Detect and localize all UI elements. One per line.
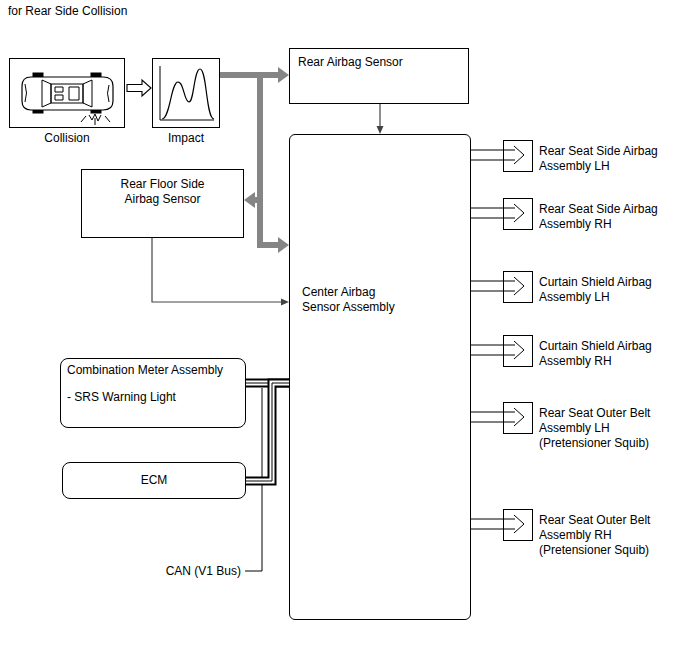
airbag-squib: Curtain Shield Airbag Assembly RH <box>503 335 685 369</box>
pretensioner-squib: Rear Seat Outer Belt Assembly LH (Preten… <box>503 402 685 451</box>
component-name: Curtain Shield Airbag Assembly LH <box>539 271 675 305</box>
wire-line <box>471 218 503 219</box>
squib-frame <box>504 403 533 434</box>
wire-line <box>471 355 503 356</box>
box-title: ECM <box>71 473 237 488</box>
bus-outer <box>246 383 289 481</box>
bus-label: CAN (V1 Bus) <box>166 564 241 578</box>
airbag-squib: Rear Seat Side Airbag Assembly RH <box>503 198 685 232</box>
sensor-box: Rear Airbag Sensor <box>289 48 469 104</box>
wire-line <box>471 412 503 413</box>
collision-picture: Collision <box>9 58 125 146</box>
squib-box <box>503 271 533 303</box>
pretensioner-squib: Rear Seat Outer Belt Assembly RH (Preten… <box>503 509 685 558</box>
airbag-squib: Rear Seat Side Airbag Assembly LH <box>503 140 685 174</box>
wire-line <box>471 208 503 209</box>
component-name: Rear Seat Outer Belt Assembly RH (Preten… <box>539 509 675 558</box>
component-name: Rear Seat Outer Belt Assembly LH (Preten… <box>539 402 675 451</box>
arrow-head <box>278 67 289 83</box>
squib-frame <box>504 510 533 541</box>
box-title: Rear Floor Side Airbag Sensor <box>113 177 213 207</box>
wire-line <box>471 291 503 292</box>
impact-graph <box>160 66 214 120</box>
signal-arrow <box>127 80 151 96</box>
sensor-box: Rear Floor Side Airbag Sensor <box>81 169 244 238</box>
squib-wire <box>471 412 503 422</box>
picture <box>152 58 220 128</box>
signal-arrow <box>152 238 289 306</box>
squib-frame <box>504 336 533 367</box>
box-title: Rear Airbag Sensor <box>298 55 460 70</box>
component-name: Rear Seat Side Airbag Assembly LH <box>539 140 675 174</box>
picture-caption: Collision <box>9 131 125 146</box>
wire-line <box>471 281 503 282</box>
squib-wire <box>471 519 503 529</box>
squib-box <box>503 335 533 367</box>
squib-frame <box>504 199 533 230</box>
squib-box <box>503 198 533 230</box>
bus-line <box>246 383 289 481</box>
wire-line <box>471 519 503 520</box>
squib-wire <box>471 281 503 291</box>
squib-symbol <box>503 341 524 359</box>
arrow-head <box>281 299 289 306</box>
picture-caption: Impact <box>152 131 220 146</box>
squib-symbol <box>503 146 524 164</box>
arrow-head <box>244 192 255 208</box>
wire-line <box>471 150 503 151</box>
arrow-shaft <box>152 238 282 302</box>
squib-wire <box>471 345 503 355</box>
arrow-shaft <box>379 104 380 127</box>
bus-gap <box>246 383 289 481</box>
wire-line <box>471 160 503 161</box>
squib-symbol <box>503 515 524 533</box>
squib-symbol <box>503 277 524 295</box>
squib-box <box>503 509 533 541</box>
control-unit-box: Center Airbag Sensor Assembly <box>289 134 471 620</box>
squib-symbol <box>503 204 524 222</box>
ecm-box: ECM <box>62 462 246 499</box>
airbag-squib: Curtain Shield Airbag Assembly LH <box>503 271 685 305</box>
box-title: Combination Meter Assembly <box>67 363 239 378</box>
diagram-title: for Rear Side Collision <box>8 4 127 18</box>
wire-line <box>471 345 503 346</box>
component-name: Curtain Shield Airbag Assembly RH <box>539 335 675 369</box>
component-name: Rear Seat Side Airbag Assembly RH <box>539 198 675 232</box>
impact-picture: Impact <box>152 58 220 146</box>
hollow-arrow <box>127 80 151 96</box>
car-illustration <box>22 73 113 125</box>
picture <box>9 58 125 128</box>
bus-inner <box>246 383 289 481</box>
signal-arrow <box>377 104 384 134</box>
box-title: Center Airbag Sensor Assembly <box>302 285 402 315</box>
wire-line <box>471 529 503 530</box>
squib-box <box>503 140 533 172</box>
picture-frame <box>153 59 220 128</box>
arrow-head <box>377 126 384 134</box>
box-detail: - SRS Warning Light <box>67 390 239 405</box>
squib-symbol <box>503 408 524 426</box>
squib-box <box>503 402 533 434</box>
squib-wire <box>471 208 503 218</box>
picture-frame <box>10 59 125 128</box>
arrow-head <box>278 237 289 253</box>
meter-box: Combination Meter Assembly - SRS Warning … <box>60 358 246 428</box>
wire-line <box>471 422 503 423</box>
squib-wire <box>471 150 503 160</box>
squib-frame <box>504 141 533 172</box>
squib-frame <box>504 272 533 303</box>
